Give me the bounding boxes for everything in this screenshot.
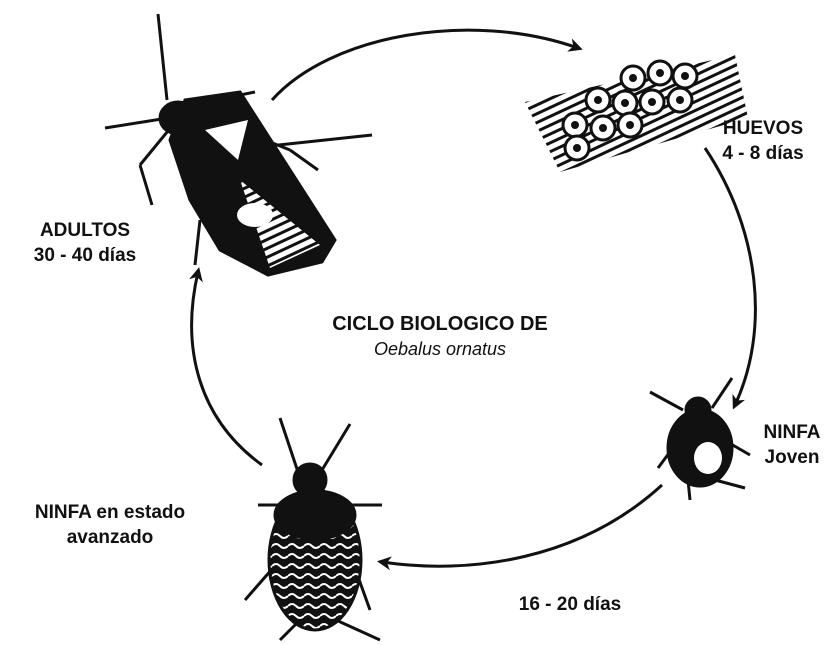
huevos-name: HUEVOS (688, 116, 835, 141)
arrow-eggs-to-young-nymph (705, 148, 755, 405)
young-nymph-icon (650, 378, 750, 500)
ninfa-avanzada-line2: avanzado (5, 525, 215, 550)
ninfa-avanzada-line1: NINFA en estado (5, 500, 215, 525)
adultos-name: ADULTOS (0, 218, 170, 243)
label-huevos: HUEVOS 4 - 8 días (688, 116, 835, 166)
center-title-block: CICLO BIOLOGICO DE Oebalus ornatus (290, 312, 590, 362)
arrow-young-to-advanced-nymph (382, 485, 662, 566)
advanced-nymph-icon (245, 418, 382, 640)
arrow-adult-to-eggs (272, 30, 578, 100)
interval-duration: 16 - 20 días (495, 592, 645, 617)
adultos-duration: 30 - 40 días (0, 243, 170, 268)
label-ninfa-joven: NINFA Joven (752, 420, 832, 470)
species-name: Oebalus ornatus (290, 337, 590, 362)
huevos-duration: 4 - 8 días (688, 141, 835, 166)
arrow-advanced-nymph-to-adult (192, 272, 262, 465)
cycle-title: CICLO BIOLOGICO DE (290, 312, 590, 337)
ninfa-joven-line2: Joven (752, 445, 832, 470)
label-interval: 16 - 20 días (495, 592, 645, 617)
label-ninfa-avanzada: NINFA en estado avanzado (5, 500, 215, 550)
ninfa-joven-line1: NINFA (752, 420, 832, 445)
label-adultos: ADULTOS 30 - 40 días (0, 218, 170, 268)
